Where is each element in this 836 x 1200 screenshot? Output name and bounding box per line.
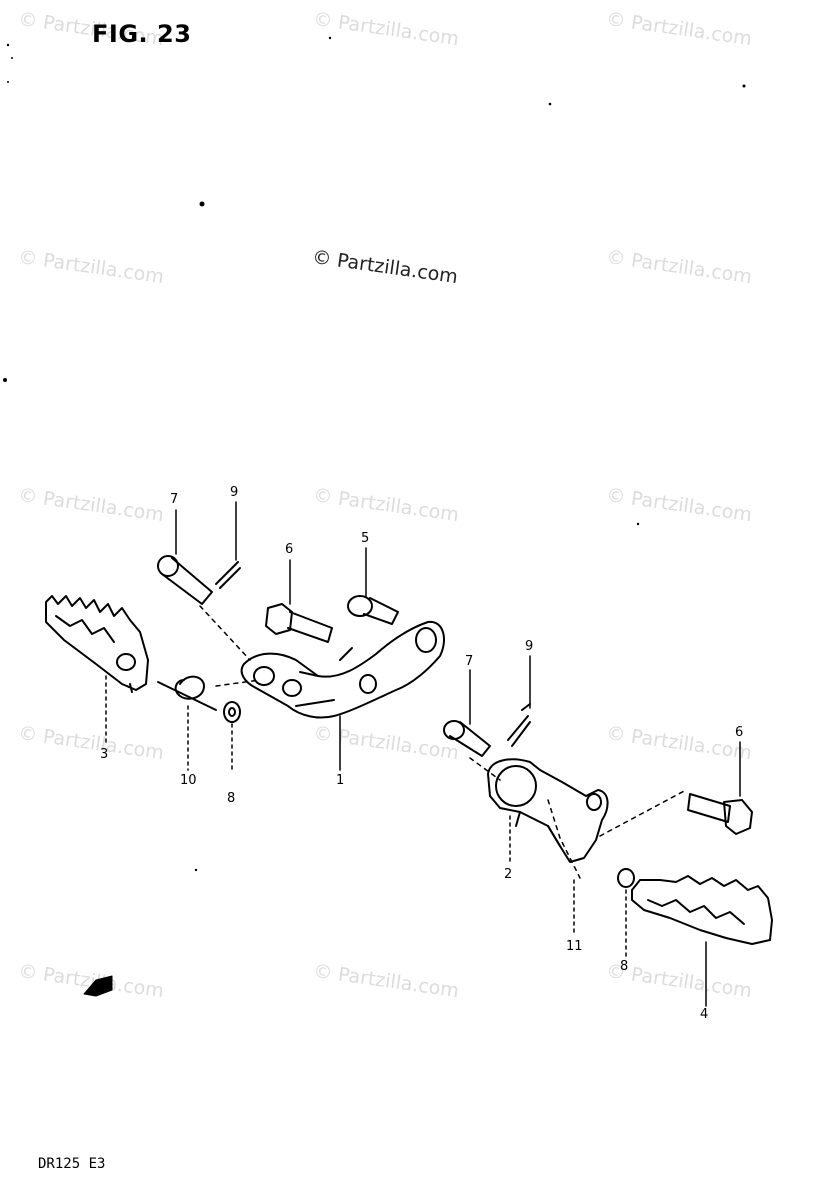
cotter-pin-right <box>507 703 531 747</box>
callout-8: 8 <box>227 791 235 806</box>
footrest-bracket <box>240 620 445 719</box>
callout-1: 1 <box>336 773 344 788</box>
callout-7: 7 <box>465 654 473 669</box>
callout-4: 4 <box>700 1007 708 1022</box>
model-code: DR125 E3 <box>38 1156 106 1172</box>
clevis-pin-right <box>443 720 491 757</box>
footrest-right <box>617 868 773 945</box>
footrest-hanger <box>487 758 609 863</box>
footrest-left <box>45 595 149 693</box>
bolt-upper <box>265 603 333 643</box>
leader-lines <box>105 501 741 1007</box>
spring <box>157 675 217 711</box>
bolt-lower-right <box>687 793 753 835</box>
clevis-pin-upper-left <box>157 555 213 605</box>
callout-labels: 7 9 6 5 3 10 8 1 7 9 6 2 11 8 4 <box>100 485 743 1022</box>
callout-7: 7 <box>170 492 178 507</box>
washer-left <box>223 701 241 723</box>
callout-9: 9 <box>525 639 533 654</box>
callout-8: 8 <box>620 959 628 974</box>
callout-5: 5 <box>361 531 369 546</box>
callout-9: 9 <box>230 485 238 500</box>
scan-specks <box>3 36 746 872</box>
cotter-pin-upper-left <box>215 561 241 589</box>
direction-arrow-icon <box>83 975 113 997</box>
figure-title: FIG. 23 <box>92 20 192 48</box>
callout-11: 11 <box>566 939 583 954</box>
callout-6: 6 <box>285 542 293 557</box>
assembly-lines <box>199 605 687 879</box>
callout-6: 6 <box>735 725 743 740</box>
bolt-short <box>347 595 399 625</box>
callout-3: 3 <box>100 747 108 762</box>
callout-10: 10 <box>180 773 197 788</box>
callout-2: 2 <box>504 867 512 882</box>
